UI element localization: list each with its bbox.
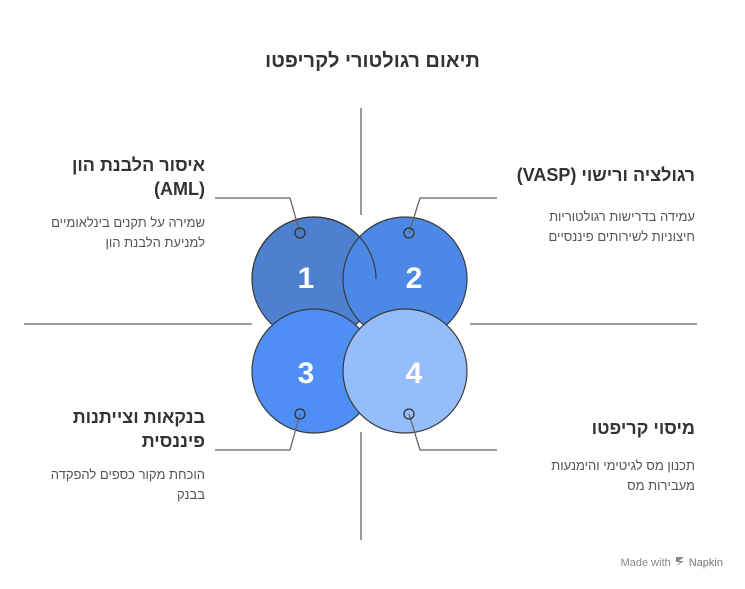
connector-3-dot bbox=[294, 408, 306, 420]
page-title: תיאום רגולטורי לקריפטו bbox=[265, 50, 480, 72]
item-2-description: עמידה בדרישות רגולטוריות חיצוניות לשירות… bbox=[505, 207, 695, 247]
item-3-description: הוכחת מקור כספים להפקדה בבנק bbox=[40, 465, 205, 505]
item-3-heading-line1: בנקאות וצייתנות bbox=[72, 407, 205, 427]
circle-2-number: 2 bbox=[406, 262, 423, 295]
connector-4 bbox=[408, 413, 497, 451]
item-2-heading: רגולציה ורישוי (VASP) bbox=[505, 163, 695, 187]
item-2-desc-line1: עמידה בדרישות רגולטוריות bbox=[549, 209, 695, 224]
item-3-heading-line2: פיננסית bbox=[141, 431, 205, 451]
connector-4-dot bbox=[403, 408, 415, 420]
connector-1-dot bbox=[294, 227, 306, 239]
item-2-block: רגולציה ורישוי (VASP) עמידה בדרישות רגול… bbox=[505, 163, 695, 247]
item-3-desc-line2: בבנק bbox=[176, 487, 205, 502]
connector-1 bbox=[215, 197, 301, 234]
circle-1-number: 1 bbox=[298, 262, 315, 295]
item-1-heading: איסור הלבנת הון (AML) bbox=[40, 153, 205, 201]
napkin-logo-icon bbox=[675, 556, 685, 570]
made-with-napkin-footer[interactable]: Made with Napkin bbox=[621, 556, 723, 570]
napkin-brand-label: Napkin bbox=[688, 557, 723, 569]
item-4-desc-line1: תכנון מס לגיטימי והימנעות bbox=[551, 458, 695, 473]
item-4-desc-line2: מעבירות מס bbox=[627, 478, 695, 493]
item-4-heading: מיסוי קריפטו bbox=[505, 416, 695, 440]
connector-2-dot bbox=[403, 227, 415, 239]
item-3-heading: בנקאות וצייתנות פיננסית bbox=[40, 405, 205, 453]
item-2-desc-line2: חיצוניות לשירותים פיננסיים bbox=[548, 229, 695, 244]
item-1-desc-line2: למניעת הלבנת הון bbox=[105, 235, 205, 250]
item-1-heading-line1: איסור הלבנת הון bbox=[71, 155, 205, 175]
circle-4-number: 4 bbox=[406, 357, 423, 390]
circle-4 bbox=[342, 308, 468, 434]
item-1-description: שמירה על תקנים בינלאומיים למניעת הלבנת ה… bbox=[40, 213, 205, 253]
made-with-label: Made with bbox=[620, 557, 671, 569]
item-1-block: איסור הלבנת הון (AML) שמירה על תקנים בינ… bbox=[40, 153, 205, 253]
item-4-block: מיסוי קריפטו תכנון מס לגיטימי והימנעות מ… bbox=[505, 416, 695, 496]
item-2-heading-line1: רגולציה ורישוי (VASP) bbox=[516, 165, 695, 185]
connector-2 bbox=[408, 197, 497, 234]
item-1-desc-line1: שמירה על תקנים בינלאומיים bbox=[51, 215, 205, 230]
item-3-block: בנקאות וצייתנות פיננסית הוכחת מקור כספים… bbox=[40, 405, 205, 505]
circle-1-outline-overlap bbox=[251, 216, 377, 280]
item-4-heading-line1: מיסוי קריפטו bbox=[591, 418, 695, 438]
item-4-description: תכנון מס לגיטימי והימנעות מעבירות מס bbox=[505, 456, 695, 496]
circle-3-number: 3 bbox=[298, 357, 315, 390]
item-3-desc-line1: הוכחת מקור כספים להפקדה bbox=[50, 467, 205, 482]
connector-3 bbox=[215, 413, 301, 451]
item-1-heading-line2: (AML) bbox=[154, 179, 205, 199]
